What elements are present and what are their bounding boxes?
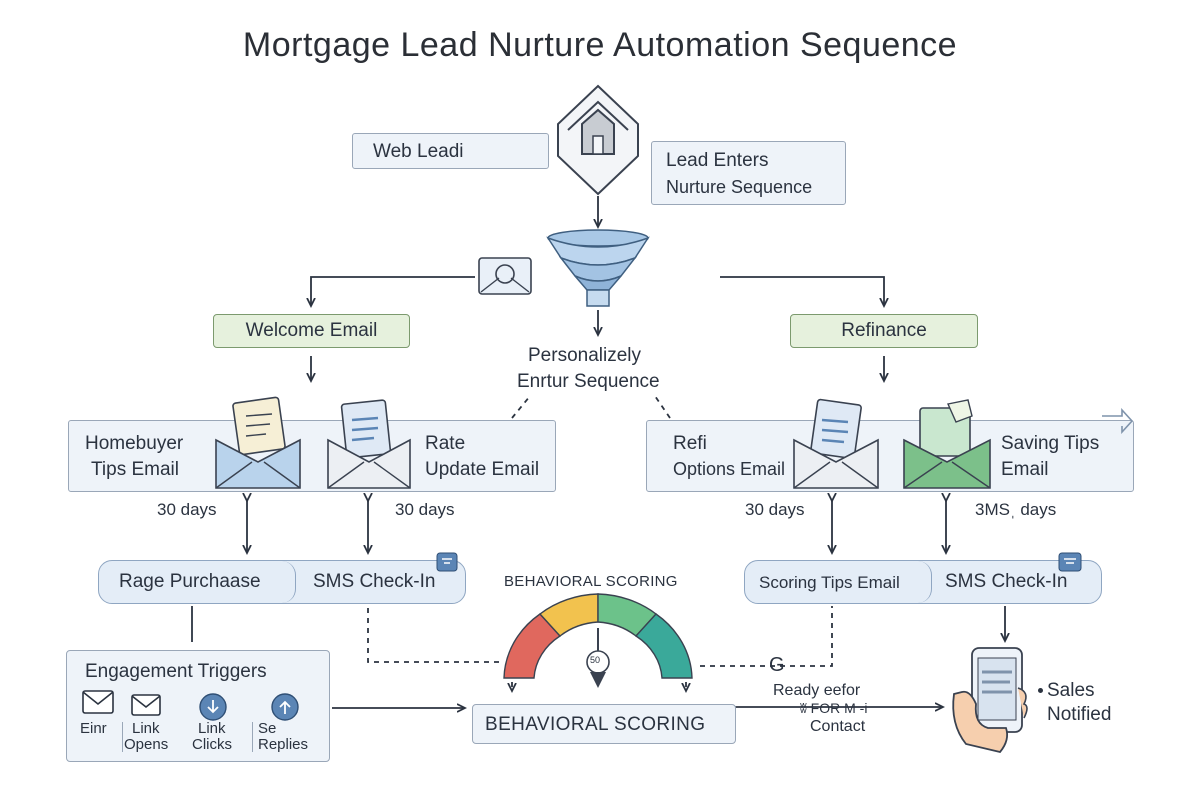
divider (252, 722, 253, 752)
delay-label: 3MSˌ days (975, 500, 1057, 519)
behavioral-scoring-box: BEHAVIORAL SCORING (472, 704, 736, 744)
ready-line1: Ready eefor (773, 682, 861, 699)
sales-line2: Notified (1047, 704, 1112, 725)
phone-hand-icon (952, 647, 1028, 754)
welcome-email-label: Welcome Email (245, 320, 378, 341)
sms-checkin-label: SMS Check-In (313, 571, 436, 592)
saving-line2: Email (1001, 459, 1049, 480)
trigger-label: Link (198, 720, 226, 737)
arrow-right-icon (1102, 408, 1134, 434)
trigger-label: Se (258, 720, 277, 737)
rate-line1: Rate (425, 433, 466, 454)
lead-enters-line2: Nurture Sequence (666, 177, 813, 197)
envelope-letter-icon (215, 396, 301, 489)
chat-badge-icon (1058, 552, 1082, 572)
scoring-tips-label: Scoring Tips Email (759, 573, 900, 592)
diagram-title: Mortgage Lead Nurture Automation Sequenc… (242, 26, 958, 64)
refinance-box: Refinance (790, 314, 978, 348)
right-pill-group: Scoring Tips Email SMS Check-In (744, 560, 1102, 604)
reply-icon (271, 693, 299, 721)
divider (122, 722, 123, 752)
gauge-title: BEHAVIORAL SCORING (504, 573, 678, 590)
envelope-document-icon (793, 398, 879, 489)
house-icon (557, 84, 639, 196)
web-lead-label: Web Leadi (373, 141, 464, 162)
chat-badge-icon (436, 552, 458, 572)
refi-line1: Refi (673, 433, 707, 454)
envelope-document-icon (327, 399, 411, 489)
envelope-search-icon (478, 257, 532, 295)
trigger-label: Opens (124, 736, 169, 753)
ready-line2: ʬ FOR M -i (800, 700, 868, 716)
homebuyer-line1: Homebuyer (85, 433, 184, 454)
link-icon (199, 693, 227, 721)
web-lead-box: Web Leadi (352, 133, 549, 169)
delay-label: 30 days (395, 500, 455, 519)
left-email-panel: Homebuyer Tips Email Rate Update Email (68, 420, 556, 492)
trigger-label: Replies (258, 736, 309, 753)
trigger-label: Link (132, 720, 160, 737)
envelope-icon (82, 690, 114, 714)
rate-line2: Update Email (425, 459, 540, 480)
bullet-dot (1038, 688, 1043, 693)
right-email-panel: Refi Options Email Saving Tips Email (646, 420, 1134, 492)
refi-line2: Options Email (673, 459, 786, 479)
saving-line1: Saving Tips (1001, 433, 1100, 454)
green-envelope-icon (903, 399, 991, 489)
trigger-label: Einr (80, 720, 107, 737)
left-pill-group: Rage Purchaase SMS Check-In (98, 560, 466, 604)
sms-checkin-label: SMS Check-In (945, 571, 1068, 592)
lead-enters-box: Lead Enters Nurture Sequence (651, 141, 846, 205)
refinance-label: Refinance (841, 320, 927, 341)
sales-line1: Sales (1047, 680, 1095, 701)
delay-label: 30 days (745, 500, 805, 519)
ready-line3: Contact (810, 718, 866, 735)
funnel-icon (546, 229, 650, 307)
delay-label: 30 days (157, 500, 217, 519)
envelope-icon (131, 694, 161, 716)
lead-enters-line1: Lead Enters (666, 150, 769, 171)
score-gauge (503, 593, 693, 688)
rage-purchase-label: Rage Purchaase (119, 571, 261, 592)
behavioral-scoring-label: BEHAVIORAL SCORING (485, 714, 706, 735)
gauge-value: 50 (590, 655, 601, 665)
g-mark: G (769, 654, 785, 676)
trigger-label: Clicks (192, 736, 232, 753)
welcome-email-box: Welcome Email (213, 314, 410, 348)
homebuyer-line2: Tips Email (91, 459, 179, 480)
personalize-line2: Enrtur Sequence (517, 371, 660, 392)
engagement-triggers-title: Engagement Triggers (85, 661, 267, 682)
personalize-line1: Personalizely (528, 345, 641, 366)
